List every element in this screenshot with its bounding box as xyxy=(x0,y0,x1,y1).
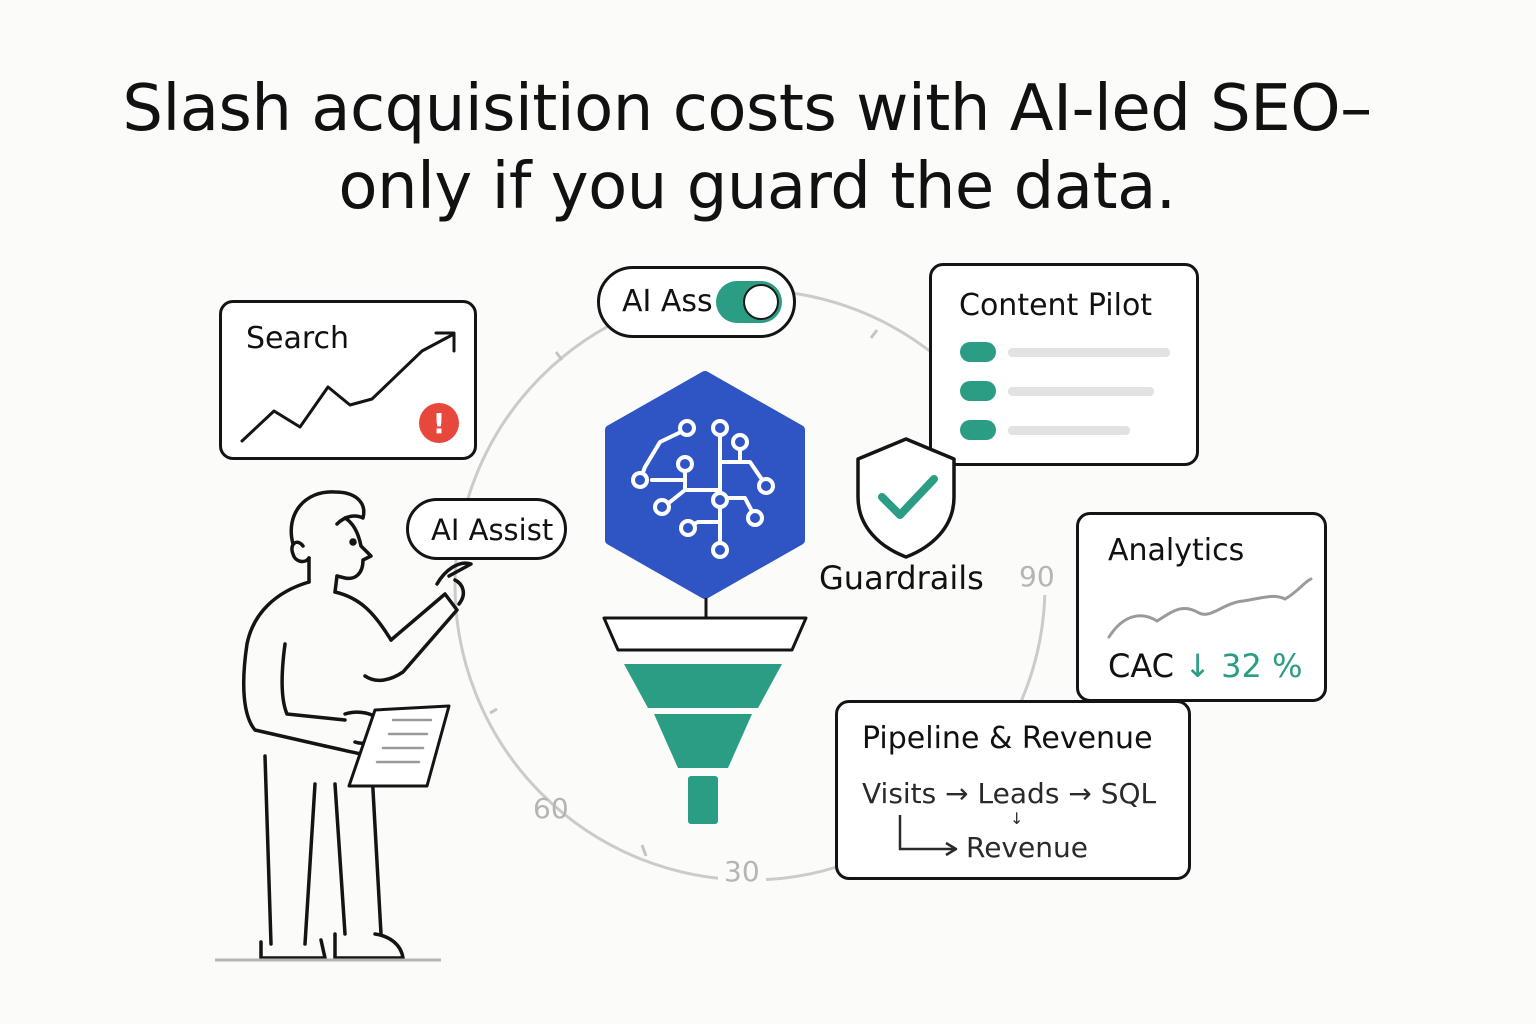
content-pilot-title: Content Pilot xyxy=(959,288,1153,323)
pipeline-flow-row: Visits → Leads → SQL xyxy=(862,777,1156,810)
analytics-sparkline xyxy=(1107,577,1313,639)
guardrails-label: Guardrails xyxy=(819,559,984,597)
dial-tick-30: 30 xyxy=(718,855,766,888)
headline: Slash acquisition costs with AI-led SEO–… xyxy=(0,70,1494,226)
cac-value: 32 % xyxy=(1221,647,1303,685)
stage-sql: SQL xyxy=(1100,777,1157,810)
ai-toggle-pill[interactable]: AI Ass xyxy=(597,266,796,338)
analytics-title: Analytics xyxy=(1108,533,1245,568)
analytics-card[interactable]: Analytics CAC ↓ 32 % xyxy=(1076,512,1327,702)
arrow-right-icon: → xyxy=(945,777,969,810)
revenue-connector xyxy=(898,815,958,857)
person-pointing-icon xyxy=(215,490,473,962)
trend-up-arrow-icon xyxy=(240,331,456,443)
alert-icon: ! xyxy=(419,403,459,443)
funnel-icon xyxy=(602,598,808,824)
alert-glyph: ! xyxy=(433,407,446,440)
ai-assist-label: AI Assist xyxy=(431,513,554,547)
cac-down-arrow-icon: ↓ xyxy=(1184,647,1211,685)
ai-toggle-label: AI Ass xyxy=(622,284,713,319)
stage-leads: Leads xyxy=(977,777,1060,810)
pipeline-revenue-card[interactable]: Pipeline & Revenue Visits → Leads → SQL … xyxy=(835,700,1191,880)
cac-label: CAC xyxy=(1108,647,1175,685)
headline-line-1: Slash acquisition costs with AI-led SEO– xyxy=(122,72,1372,146)
content-pilot-list xyxy=(960,342,1170,440)
shield-check-icon xyxy=(856,437,956,559)
content-pilot-card[interactable]: Content Pilot xyxy=(929,263,1199,466)
search-card-title: Search xyxy=(246,321,350,356)
stage-visits: Visits xyxy=(862,777,937,810)
pipeline-title: Pipeline & Revenue xyxy=(862,721,1153,756)
arrow-right-icon: → xyxy=(1068,777,1092,810)
dial-tick-60: 60 xyxy=(533,792,569,825)
ai-assist-bubble[interactable]: AI Assist xyxy=(406,498,567,560)
search-card[interactable]: Search ! xyxy=(219,300,477,460)
ai-toggle-switch[interactable] xyxy=(716,281,782,323)
stage-revenue: Revenue xyxy=(966,831,1088,864)
headline-line-2: only if you guard the data. xyxy=(338,150,1176,224)
ai-brain-circuit-icon xyxy=(605,371,805,599)
toggle-knob xyxy=(743,284,779,320)
arrow-down-icon: ↓ xyxy=(1010,809,1024,828)
dial-tick-90: 90 xyxy=(1019,560,1055,593)
cac-metric: CAC ↓ 32 % xyxy=(1108,647,1302,685)
